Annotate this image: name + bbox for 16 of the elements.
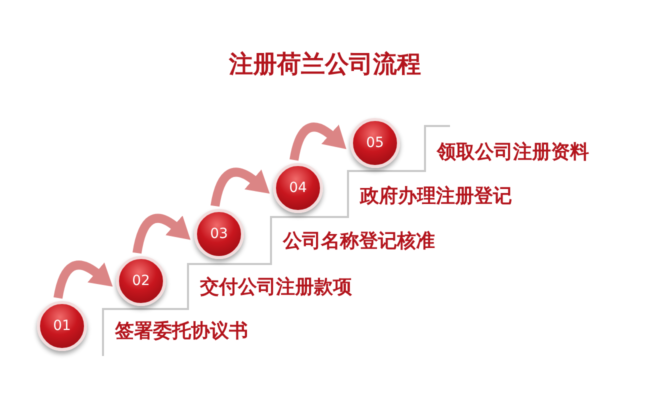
step-circle [194, 209, 244, 259]
step-label: 领取公司注册资料 [437, 140, 589, 165]
step-label: 公司名称登记核准 [283, 229, 435, 254]
title: 注册荷兰公司流程 [228, 49, 422, 80]
step-number: 02 [132, 273, 150, 289]
step-circle [116, 256, 166, 306]
step-circle [350, 118, 400, 168]
step-circle [273, 163, 323, 213]
step-label: 签署委托协议书 [115, 319, 248, 344]
step-number: 04 [289, 180, 307, 196]
step-number: 03 [210, 226, 228, 242]
step-label: 政府办理注册登记 [360, 184, 512, 209]
step-circle [37, 301, 87, 351]
step-number: 01 [53, 318, 71, 334]
step-number: 05 [366, 135, 384, 151]
step-label: 交付公司注册款项 [200, 275, 352, 300]
